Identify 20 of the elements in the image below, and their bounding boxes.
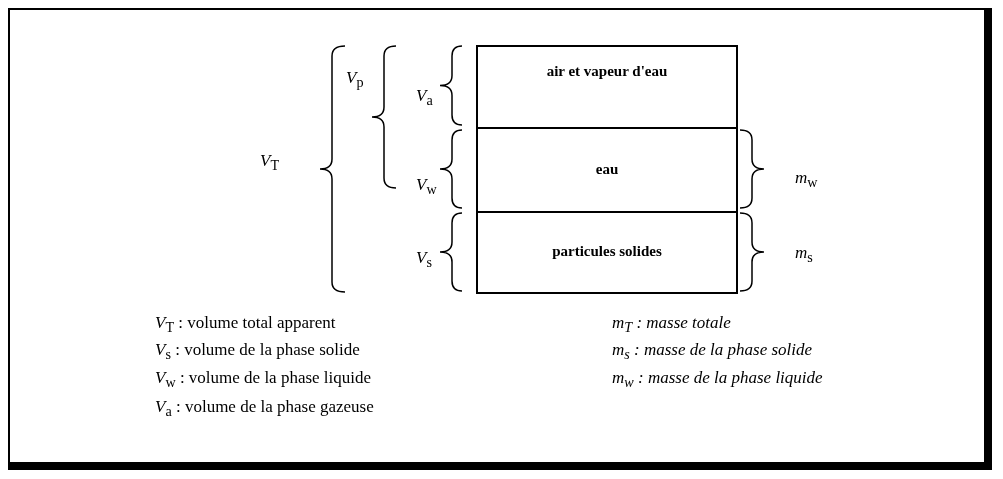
layer-box (476, 127, 738, 213)
symbol-label: V$_{T}$ (260, 151, 280, 176)
layer-label: particules solides (552, 243, 662, 260)
legend-text: V$_{s}$ : volume de la phase solide (155, 340, 360, 365)
legend-text: m$_{s}$ : masse de la phase solide (612, 340, 813, 365)
layer-label: eau (595, 160, 619, 178)
symbol-label: V$_{p}$ (346, 68, 364, 93)
symbol-label: m$_{s}$ (795, 243, 813, 268)
legend-text: m$_{T}$ : masse totale (612, 313, 731, 338)
symbol-label: m$_{w}$ (795, 168, 818, 193)
layer-label: air et vapeur d'eau (546, 63, 668, 80)
legend-text: V$_{w}$ : volume de la phase liquide (155, 368, 372, 393)
legend-text: V$_{T}$ : volume total apparent (155, 313, 336, 338)
layer-box (476, 45, 738, 129)
legend-text: V$_{a}$ : volume de la phase gazeuse (155, 397, 374, 422)
symbol-label: V$_{w}$ (416, 175, 437, 200)
legend-text: m$_{w}$ : masse de la phase liquide (612, 368, 823, 393)
symbol-label: V$_{a}$ (416, 86, 433, 111)
symbol-label: V$_{s}$ (416, 248, 432, 273)
layer-box (476, 211, 738, 294)
